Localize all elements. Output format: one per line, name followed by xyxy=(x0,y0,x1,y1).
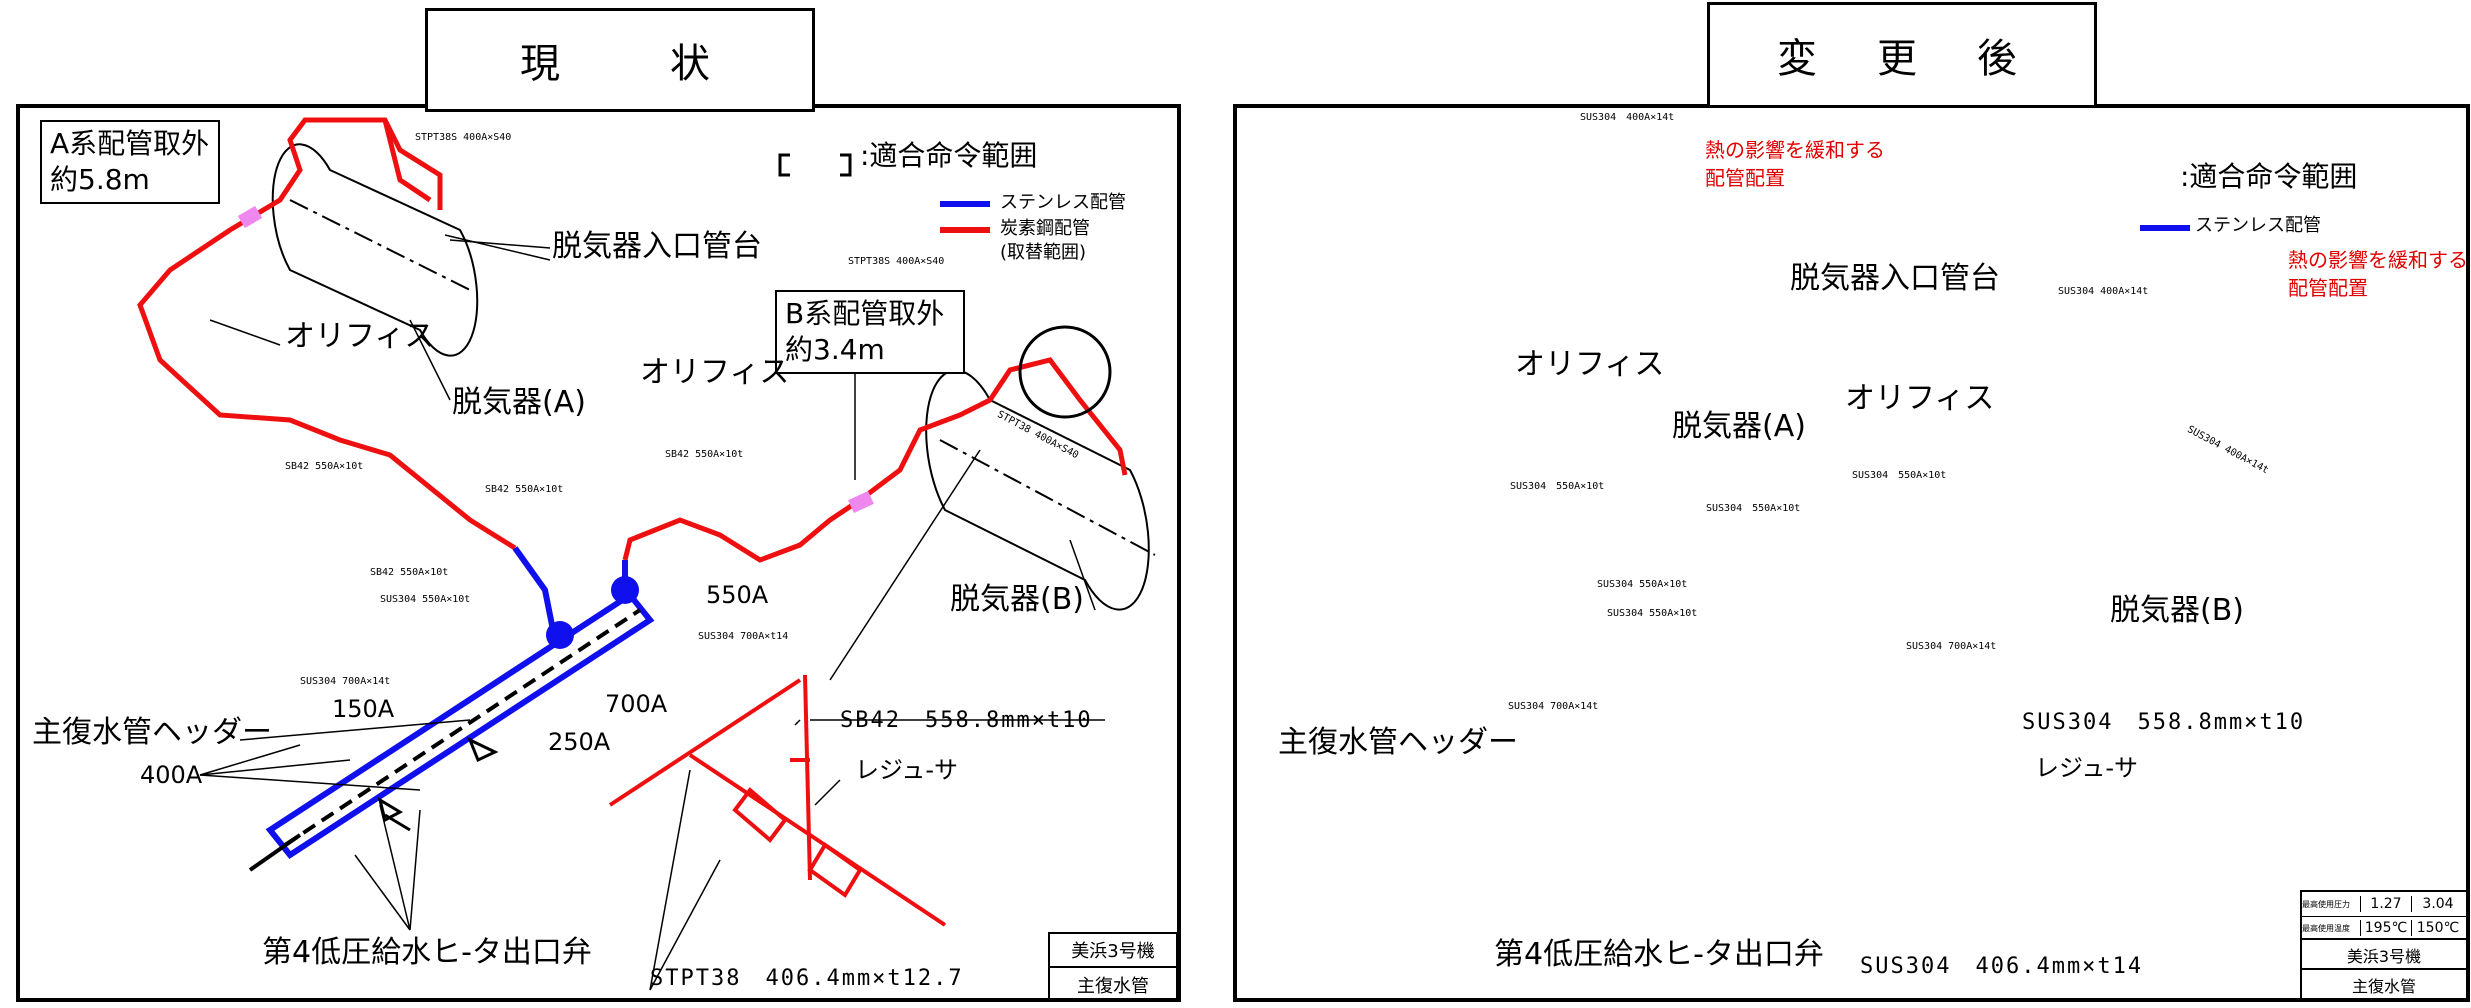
tb-temp-row: 最高使用温度 195℃ 150℃ xyxy=(2302,916,2466,939)
left-spec-top: SB42 558.8mm×t10 xyxy=(840,708,1093,733)
right-title-block: 最高使用圧力 1.27 3.04 最高使用温度 195℃ 150℃ 美浜3号機 … xyxy=(2300,890,2468,1000)
left-small-2: STPT38S 400A×S40 xyxy=(848,256,945,267)
size-150a: 150A xyxy=(332,695,395,723)
right-small-1: SUS304 400A×14t xyxy=(1580,112,1675,123)
tb-pressure-row: 最高使用圧力 1.27 3.04 xyxy=(2302,892,2466,916)
heat-note-1-line2: 配管配置 xyxy=(1705,166,1785,190)
left-header-label: 主復水管ヘッダー xyxy=(32,715,272,750)
left-title-block: 美浜3号機 主復水管 xyxy=(1048,932,1178,1000)
a-removed-box: A系配管取外 約5.8m xyxy=(40,120,220,204)
right-reducer-label: レジュ-サ xyxy=(2035,754,2138,782)
right-tb-plant: 美浜3号機 xyxy=(2302,938,2466,970)
b-removed-box: B系配管取外 約3.4m xyxy=(775,290,965,374)
right-small-8: SUS304 550A×10t xyxy=(1607,608,1698,619)
left-deaerator-a-label: 脱気器(A) xyxy=(452,385,586,420)
right-deaerator-a-label: 脱気器(A) xyxy=(1672,409,1806,444)
right-small-6: SUS304 550A×10t xyxy=(1706,503,1801,514)
right-inlet-label: 脱気器入口管台 xyxy=(1790,261,2000,296)
left-small-10: SUS304 700A×14t xyxy=(300,676,391,687)
right-panel xyxy=(1233,104,2470,1002)
right-small-4: SUS304 550A×10t xyxy=(1510,481,1605,492)
heat-note-2-line1: 熱の影響を緩和する xyxy=(2288,248,2468,272)
right-orifice-a-label: オリフィス xyxy=(1515,347,1665,382)
right-small-10: SUS304 700A×14t xyxy=(1508,701,1599,712)
left-orifice-b-label: オリフィス xyxy=(640,355,790,390)
right-orifice-b-label: オリフィス xyxy=(1845,381,1995,416)
size-250a: 250A xyxy=(548,728,611,756)
left-legend-stainless-line xyxy=(940,201,990,207)
left-panel xyxy=(16,104,1181,1002)
right-tb-name: 主復水管 xyxy=(2302,968,2466,1000)
left-small-4: SB42 550A×10t xyxy=(285,461,364,472)
left-legend-carbon2: (取替範囲) xyxy=(1000,242,1087,263)
left-legend-carbon-line xyxy=(940,227,990,233)
right-legend-stainless: ステンレス配管 xyxy=(2195,215,2321,236)
right-title: 変 更 後 xyxy=(1707,2,2097,108)
tb-temp-v1: 195℃ xyxy=(2360,920,2411,936)
left-title: 現 状 xyxy=(425,8,815,112)
left-legend-carbon: 炭素鋼配管 xyxy=(1000,218,1090,239)
left-small-8: SUS304 550A×10t xyxy=(380,594,471,605)
right-header-label: 主復水管ヘッダー xyxy=(1278,725,1518,760)
size-400a: 400A xyxy=(140,761,203,789)
tb-pressure-v1: 1.27 xyxy=(2360,896,2411,912)
a-removed-line2: 約5.8m xyxy=(50,163,150,196)
left-spec-bottom: STPT38 406.4mm×t12.7 xyxy=(650,966,964,991)
right-legend-range: :適合命令範囲 xyxy=(2180,160,2358,193)
size-700a: 700A xyxy=(605,690,668,718)
left-small-7: SB42 550A×10t xyxy=(370,567,449,578)
right-small-9: SUS304 700A×14t xyxy=(1906,641,1997,652)
reducer-detail-left xyxy=(608,674,947,927)
a-removed-line1: A系配管取外 xyxy=(50,127,210,160)
size-550a: 550A xyxy=(706,581,769,609)
left-orifice-a-label: オリフィス xyxy=(285,319,435,354)
main-header-pipe xyxy=(265,576,655,860)
right-small-2: SUS304 400A×14t xyxy=(2058,286,2149,297)
b-removed-line1: B系配管取外 xyxy=(785,297,945,330)
right-valve-label: 第4低圧給水ヒ-タ出口弁 xyxy=(1494,937,1824,972)
left-legend-stainless: ステンレス配管 xyxy=(1000,192,1126,213)
tb-pressure-v2: 3.04 xyxy=(2411,896,2464,912)
left-small-9: SUS304 700A×t14 xyxy=(698,631,789,642)
right-small-7: SUS304 550A×10t xyxy=(1597,579,1688,590)
b-removed-line2: 約3.4m xyxy=(785,333,885,366)
left-small-5: SB42 550A×10t xyxy=(485,484,564,495)
tb-pressure-label: 最高使用圧力 xyxy=(2302,899,2350,909)
heat-note-1-line1: 熱の影響を緩和する xyxy=(1705,138,1885,162)
tb-temp-v2: 150℃ xyxy=(2411,920,2464,936)
left-tb-plant: 美浜3号機 xyxy=(1071,941,1155,962)
left-small-6: SB42 550A×10t xyxy=(665,449,744,460)
heat-note-2-line2: 配管配置 xyxy=(2288,276,2368,300)
left-inlet-label: 脱気器入口管台 xyxy=(552,229,762,264)
right-deaerator-b-label: 脱気器(B) xyxy=(2110,593,2244,628)
left-deaerator-b-label: 脱気器(B) xyxy=(950,582,1084,617)
left-reducer-label: レジュ-サ xyxy=(855,756,958,784)
left-valve-label: 第4低圧給水ヒ-タ出口弁 xyxy=(262,935,592,970)
carbon-pipe-b xyxy=(622,357,1128,563)
deaerator-b-tank xyxy=(925,369,1156,611)
left-legend-range: :適合命令範囲 xyxy=(860,139,1038,172)
left-small-1: STPT38S 400A×S40 xyxy=(415,132,512,143)
tb-temp-label: 最高使用温度 xyxy=(2302,923,2350,933)
right-legend-stainless-line xyxy=(2140,225,2190,231)
right-spec-bottom: SUS304 406.4mm×t14 xyxy=(1860,954,2144,979)
right-small-5: SUS304 550A×10t xyxy=(1852,470,1947,481)
right-spec-top: SUS304 558.8mm×t10 xyxy=(2022,710,2306,735)
left-tb-name: 主復水管 xyxy=(1050,966,1176,1002)
